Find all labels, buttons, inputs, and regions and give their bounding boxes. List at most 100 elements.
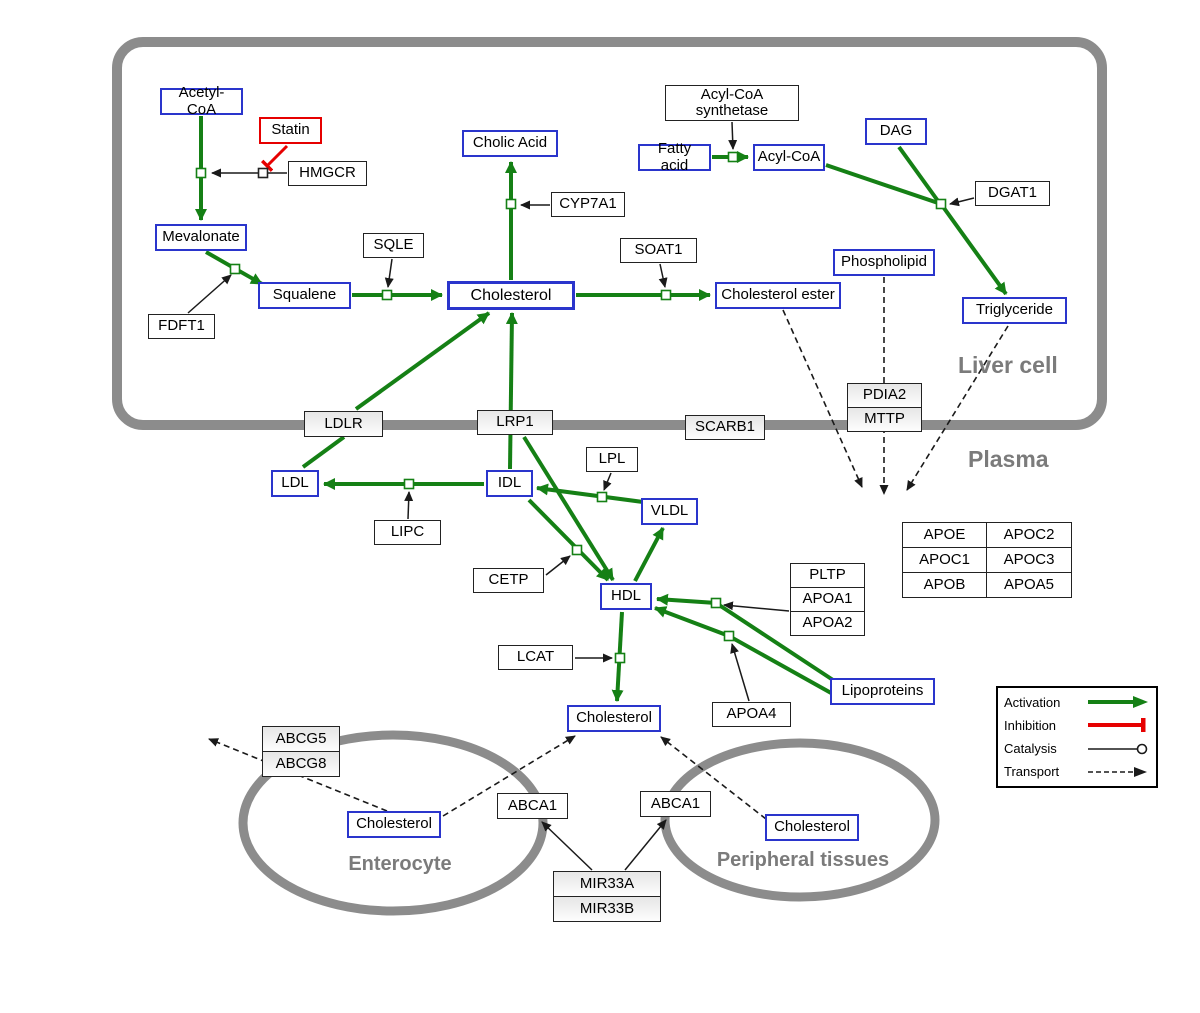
node-lipoproteins[interactable]: Lipoproteins (830, 678, 935, 705)
node-dag[interactable]: DAG (865, 118, 927, 145)
activation-arrow-icon (1088, 696, 1148, 709)
edge-apoa-stack-catalysis (723, 601, 790, 612)
node-lrp1[interactable]: LRP1 (477, 410, 553, 435)
node-idl[interactable]: IDL (486, 470, 533, 497)
node-apoc1[interactable]: APOC1 (902, 547, 987, 573)
edge-ldlr-cholesterol (354, 311, 491, 411)
edge-triglyceride-plasma (906, 325, 1009, 491)
edge-lpl-catalysis (603, 472, 612, 491)
node-lipc[interactable]: LIPC (374, 520, 441, 545)
node-apob[interactable]: APOB (902, 572, 987, 598)
edge-sqle-catalysis (384, 258, 394, 288)
inhibition-tbar-icon (1088, 718, 1146, 733)
edge-lipc-catalysis (404, 491, 414, 520)
node-apoa5[interactable]: APOA5 (986, 572, 1072, 598)
node-apoe[interactable]: APOE (902, 522, 987, 548)
node-apoa2[interactable]: APOA2 (790, 611, 865, 636)
node-scarb1[interactable]: SCARB1 (685, 415, 765, 440)
node-dgat1[interactable]: DGAT1 (975, 181, 1050, 206)
reaction-anchor (614, 652, 626, 664)
node-sqle[interactable]: SQLE (363, 233, 424, 258)
edge-soat1-catalysis (658, 263, 668, 288)
node-apoa1[interactable]: APOA1 (790, 587, 865, 612)
liver-cell-membrane (112, 37, 1107, 430)
edge-vldl-idl (536, 483, 644, 504)
legend-item-activation: Activation (1004, 691, 1150, 713)
reaction-anchor (229, 263, 241, 275)
legend-item-transport: Transport (1004, 761, 1150, 783)
reaction-anchor (710, 597, 722, 609)
legend-activation-label: Activation (1004, 694, 1061, 710)
node-hmgcr[interactable]: HMGCR (288, 161, 367, 186)
edge-peripheral-cholesterol-abca1 (660, 736, 767, 820)
edge-hdl-vldl (633, 527, 665, 582)
node-mir33a[interactable]: MIR33A (553, 871, 661, 897)
node-apoc3[interactable]: APOC3 (986, 547, 1072, 573)
node-cholesterol-enterocyte[interactable]: Cholesterol (347, 811, 441, 838)
node-pdia2[interactable]: PDIA2 (847, 383, 922, 408)
edge-fdft1-catalysis (187, 274, 232, 314)
edge-cholesterolester-plasma (782, 309, 863, 488)
node-soat1[interactable]: SOAT1 (620, 238, 697, 263)
node-pltp[interactable]: PLTP (790, 563, 865, 588)
node-apoa4[interactable]: APOA4 (712, 702, 791, 727)
node-mevalonate[interactable]: Mevalonate (155, 224, 247, 251)
node-abcg5[interactable]: ABCG5 (262, 726, 340, 752)
node-fdft1[interactable]: FDFT1 (148, 314, 215, 339)
node-ldlr[interactable]: LDLR (304, 411, 383, 437)
legend-item-inhibition: Inhibition (1004, 714, 1150, 736)
node-mttp[interactable]: MTTP (847, 407, 922, 432)
node-vldl[interactable]: VLDL (641, 498, 698, 525)
legend-inhibition-label: Inhibition (1004, 717, 1057, 733)
node-lcat[interactable]: LCAT (498, 645, 573, 670)
peripheral-tissues-label: Peripheral tissues (716, 849, 890, 871)
node-squalene[interactable]: Squalene (258, 282, 351, 309)
reaction-anchor (660, 289, 672, 301)
edge-statin-hmgcr (260, 144, 289, 173)
node-abca1-right[interactable]: ABCA1 (640, 791, 711, 817)
edges-group (187, 116, 1009, 871)
node-fatty-acid[interactable]: Fatty acid (638, 141, 711, 173)
node-triglyceride[interactable]: Triglyceride (962, 297, 1067, 324)
node-cholic-acid[interactable]: Cholic Acid (462, 130, 558, 157)
edge-enterocyte-cholesterol-abca1 (442, 735, 576, 817)
edge-dgat1-catalysis (949, 197, 975, 207)
reaction-anchor (505, 198, 517, 210)
edge-dag-junction (897, 145, 940, 203)
node-hdl[interactable]: HDL (600, 583, 652, 610)
plasma-label: Plasma (968, 446, 1049, 472)
node-cholesterol-plasma[interactable]: Cholesterol (567, 705, 661, 732)
catalysis-line-icon (1088, 743, 1148, 754)
edge-acylcoasynthetase-catalysis (728, 121, 738, 150)
legend-catalysis-label: Catalysis (1004, 741, 1057, 757)
edge-lrp1-hdl (522, 435, 615, 582)
node-apoc2[interactable]: APOC2 (986, 522, 1072, 548)
edge-ldl-ldlr (301, 435, 346, 469)
node-cholesterol-peripheral[interactable]: Cholesterol (765, 814, 859, 841)
node-cholesterol-liver[interactable]: Cholesterol (447, 281, 575, 310)
enterocyte-label: Enterocyte (348, 853, 452, 875)
legend: Activation Inhibition Catalysis Transpor… (996, 686, 1158, 788)
node-acyl-coa-synthetase[interactable]: Acyl-CoA synthetase (665, 85, 799, 121)
reaction-anchor (257, 167, 269, 179)
node-cetp[interactable]: CETP (473, 568, 544, 593)
node-phospholipid[interactable]: Phospholipid (833, 249, 935, 276)
reaction-anchor (596, 491, 608, 503)
node-ldl[interactable]: LDL (271, 470, 319, 497)
anchors-group (195, 151, 947, 664)
legend-item-catalysis: Catalysis (1004, 738, 1150, 760)
node-acetyl-coa[interactable]: Acetyl-CoA (160, 85, 243, 117)
node-abcg8[interactable]: ABCG8 (262, 751, 340, 777)
node-mir33b[interactable]: MIR33B (553, 896, 661, 922)
node-abca1-left[interactable]: ABCA1 (497, 793, 568, 819)
node-cholesterol-ester[interactable]: Cholesterol ester (715, 282, 841, 309)
node-statin[interactable]: Statin (259, 117, 322, 144)
node-lpl[interactable]: LPL (586, 447, 638, 472)
liver-cell-label: Liver cell (958, 352, 1058, 378)
node-cyp7a1[interactable]: CYP7A1 (551, 192, 625, 217)
edge-idl-hdl-cetp (527, 498, 610, 582)
edge-enterocyte-cholesterol-efflux (208, 738, 388, 812)
node-acyl-coa[interactable]: Acyl-CoA (753, 144, 825, 171)
